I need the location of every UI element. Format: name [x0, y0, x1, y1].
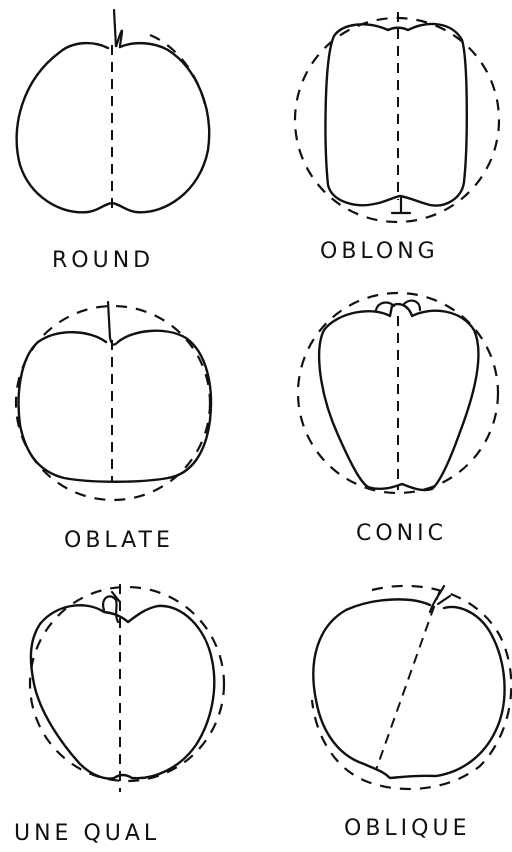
round-stem: [114, 10, 122, 47]
oblate-outline: [19, 331, 211, 482]
oblate-stem: [108, 302, 118, 345]
shape-unequal: [30, 584, 224, 792]
unequal-ref-circle: [30, 587, 224, 781]
conic-stem: [376, 301, 420, 310]
shape-oblate: [16, 302, 211, 500]
shape-label-oblong: OBLONG: [320, 239, 439, 264]
conic-outline: [319, 304, 478, 490]
shape-label-oblate: OBLATE: [64, 528, 174, 553]
oblique-ref-circle: [312, 586, 511, 789]
shape-label-unequal: UNE QUAL: [14, 821, 160, 846]
shape-conic: [298, 293, 498, 493]
oblique-outline: [313, 599, 504, 778]
shape-label-round: ROUND: [52, 248, 154, 273]
shape-oblong: [295, 12, 499, 222]
shape-oblique: [312, 586, 511, 789]
shape-round: [17, 10, 210, 212]
oblong-outline: [326, 24, 467, 206]
unequal-stem: [103, 592, 120, 622]
shape-label-conic: CONIC: [356, 521, 447, 546]
oblique-axis: [376, 590, 440, 770]
shape-label-oblique: OBLIQUE: [344, 816, 470, 841]
